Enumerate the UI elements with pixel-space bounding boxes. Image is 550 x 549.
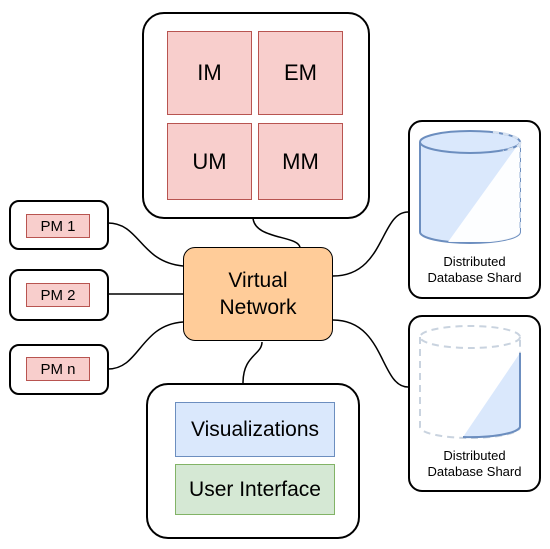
connector-pm1: [107, 222, 184, 267]
shard-label-1: Distributed Database Shard: [408, 254, 541, 286]
shard-label-2-line1: Distributed: [443, 448, 506, 463]
module-em: EM: [258, 31, 343, 115]
module-im: IM: [167, 31, 252, 115]
virtual-network-line1: Virtual: [228, 269, 288, 292]
pm-label-2: PM 2: [26, 283, 90, 307]
database-icon-1: [419, 130, 522, 244]
shard-label-1-line1: Distributed: [443, 254, 506, 269]
connector-pmn: [107, 321, 184, 370]
module-um: UM: [167, 123, 252, 200]
virtual-network-line2: Network: [219, 296, 297, 319]
connector-shard2: [332, 319, 409, 388]
connector-modules: [252, 216, 301, 249]
shard-label-1-line2: Database Shard: [427, 270, 522, 285]
visualizations-box: Visualizations: [175, 402, 335, 457]
virtual-network: Virtual Network: [183, 247, 333, 341]
pm-label-1: PM 1: [26, 214, 90, 238]
pm-box-2: [9, 269, 109, 321]
shard-label-2-line2: Database Shard: [427, 464, 522, 479]
user-interface-box: User Interface: [175, 464, 335, 515]
shard-label-2: Distributed Database Shard: [408, 448, 541, 480]
module-mm: MM: [258, 123, 343, 200]
connector-shard1: [332, 211, 409, 277]
connector-ui: [242, 341, 263, 384]
pm-label-n: PM n: [26, 357, 90, 381]
database-icon-2: [419, 325, 521, 439]
